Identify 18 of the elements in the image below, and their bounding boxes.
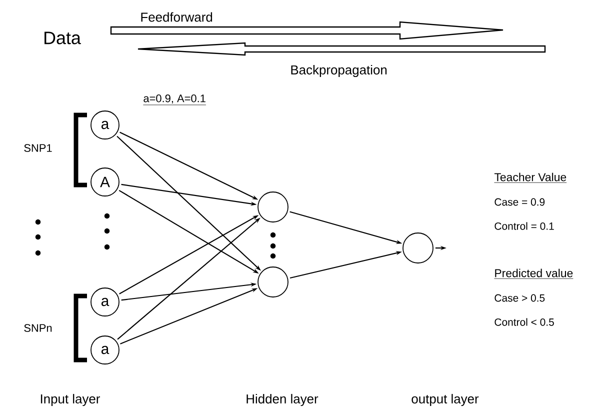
neuron-circle xyxy=(402,232,434,264)
snp-label: SNPn xyxy=(24,324,52,332)
value-text: Case = 0.9 xyxy=(494,198,545,206)
snp-label: SNP1 xyxy=(24,144,52,152)
data-label: Data xyxy=(44,32,81,44)
heading: Teacher Value xyxy=(494,172,567,183)
value-text: Control < 0.5 xyxy=(494,318,554,326)
layer-label: Hidden layer xyxy=(246,394,318,406)
value-text: Control = 0.1 xyxy=(494,222,554,230)
arrow-label: Feedforward xyxy=(141,12,212,22)
allele-values: a=0.9, A=0.1 xyxy=(143,94,206,106)
value-text: Case > 0.5 xyxy=(494,294,545,302)
layer-label: Input layer xyxy=(40,394,100,406)
neuron-circle xyxy=(258,192,288,222)
neuron-circle xyxy=(258,266,288,298)
layer-label: output layer xyxy=(412,394,479,406)
heading: Predicted value xyxy=(494,268,574,279)
arrow-label: Backpropagation xyxy=(291,64,387,78)
